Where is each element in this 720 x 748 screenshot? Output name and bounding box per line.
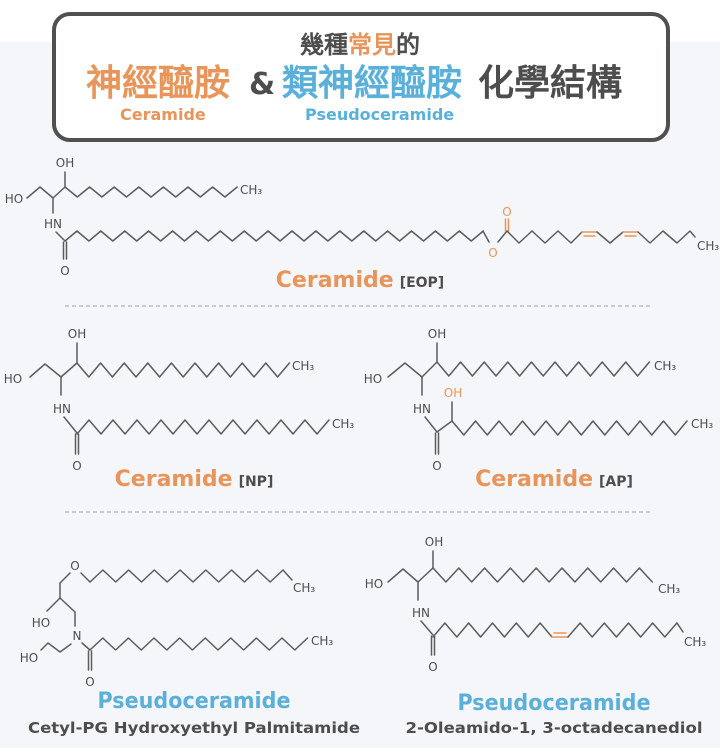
atom-ch3-top: CH₃: [654, 359, 676, 373]
bond-n-carbonyl: [55, 231, 66, 242]
title-suffix: 化學結構: [478, 63, 623, 104]
atom-ho-2: HO: [20, 651, 38, 665]
background-panel: [0, 42, 720, 748]
chain-oleoyl-a: [432, 622, 553, 638]
atom-amide-o: O: [72, 459, 81, 473]
structure-pseudoceramide-1: O HO N HO O CH₃ CH₃ Pseudoceramide Cetyl…: [20, 559, 360, 737]
bond-alpha-carbon: [436, 420, 453, 433]
title-ceramide-zh: 神經醯胺: [86, 63, 231, 104]
atom-oh: OH: [68, 327, 86, 341]
title-pseudoceramide-zh: 類神經醯胺: [282, 63, 463, 104]
atom-ch3-bottom: CH₃: [697, 239, 719, 253]
atom-ho-1: HO: [32, 616, 50, 630]
title-pseudoceramide-en: Pseudoceramide: [305, 105, 455, 124]
atom-ch3-top: CH₃: [240, 183, 262, 197]
bond-ho-1: [46, 597, 61, 612]
structure-tag: [EOP]: [400, 275, 445, 291]
bond-headgroup: [26, 186, 66, 199]
bond-oleoyl-end: [676, 622, 684, 633]
atom-ester-o: O: [488, 246, 497, 260]
chain-fatty-acyl: [451, 420, 688, 436]
structure-label: Ceramide [AP]: [475, 467, 633, 492]
atom-ester-carbonyl-o: O: [502, 205, 511, 219]
title-line-1-prefix: 幾種: [300, 31, 348, 59]
bond-headgroup: [387, 361, 438, 378]
atom-hn: HN: [412, 606, 430, 620]
structure-name: Ceramide: [115, 467, 233, 492]
atom-hn: HN: [44, 217, 62, 231]
bond-glycerol-n: [59, 597, 76, 627]
atom-ch3-bottom: CH₃: [684, 635, 706, 649]
atom-ch3-top: CH₃: [293, 581, 315, 595]
title-ceramide-en: Ceramide: [120, 105, 206, 124]
structure-subtitle: Cetyl-PG Hydroxyethyl Palmitamide: [28, 719, 360, 737]
bond-n-carbonyl: [424, 416, 438, 433]
atom-ch3-bottom: CH₃: [691, 417, 713, 431]
bond-headgroup: [387, 567, 434, 583]
structure-name: Pseudoceramide: [458, 691, 651, 716]
atom-amide-o: O: [85, 675, 94, 689]
chain-cetyl: [89, 569, 284, 583]
structure-ceramide-ap: HO OH HN O OH CH₃ CH₃ Ceramide [AP]: [364, 327, 714, 492]
atom-alpha-oh: OH: [444, 386, 462, 400]
bond-hydroxyethyl: [40, 642, 72, 653]
atom-oh: OH: [425, 535, 443, 549]
atom-ether-o: O: [70, 559, 79, 573]
atom-hn: HN: [413, 402, 431, 416]
structure-ceramide-np: HO OH HN O CH₃ CH₃ Ceramide [NP]: [4, 327, 355, 492]
chain-linoleate-a: [506, 230, 583, 244]
title-line-1: 幾種常見的: [0, 33, 720, 57]
bond-headgroup: [29, 362, 78, 378]
structure-tag: [AP]: [599, 474, 633, 490]
structure-label: Ceramide [NP]: [115, 467, 274, 492]
bond-ether-glycerol: [59, 572, 71, 599]
atom-ch3-bottom: CH₃: [311, 634, 333, 648]
structure-name: Ceramide: [276, 268, 394, 293]
atom-oh: OH: [56, 156, 74, 170]
bond-n-carbonyl: [63, 416, 78, 434]
structure-ceramide-eop: HO OH HN O CH₃ O O CH₃ Ceramide [EOP]: [5, 156, 720, 293]
atom-hn: HN: [53, 402, 71, 416]
structure-subtitle: 2-Oleamido-1, 3-octadecanediol: [406, 719, 703, 737]
atom-amide-o: O: [60, 264, 69, 278]
bond-n-carbonyl: [420, 620, 434, 636]
title-line-1-highlight: 常見: [348, 31, 396, 59]
structure-tag: [NP]: [239, 474, 274, 490]
title-ampersand: &: [249, 67, 276, 102]
bond-ester-o-carbon: [497, 230, 508, 243]
chain-sphingoid: [436, 361, 651, 377]
structure-name: Pseudoceramide: [98, 689, 291, 714]
atom-amide-o: O: [432, 459, 441, 473]
chain-sphingoid: [76, 362, 291, 378]
chain-fatty-acyl: [64, 230, 485, 242]
atom-ch3-top: CH₃: [292, 359, 314, 373]
atom-ho: HO: [4, 372, 22, 386]
atom-ch3-top: CH₃: [658, 582, 680, 596]
chain-fatty-acyl: [76, 419, 330, 435]
chain-linoleate-c: [637, 230, 696, 244]
title-line-1-suffix: 的: [396, 31, 420, 59]
chain-oleoyl-b: [567, 622, 678, 638]
atom-ho: HO: [5, 192, 23, 206]
structure-label: Ceramide [EOP]: [276, 268, 444, 293]
bond-n-carbonyl: [81, 642, 91, 651]
structure-name: Ceramide: [475, 467, 593, 492]
atom-ho: HO: [365, 577, 383, 591]
bond-ether-chain: [80, 572, 91, 583]
chain-sphingoid: [432, 567, 654, 583]
bond-to-ester-o: [482, 230, 490, 243]
structure-pseudoceramide-2: HO OH HN O CH₃ CH₃ Pseudoceramide 2-Olea…: [365, 535, 707, 737]
atom-oh: OH: [428, 327, 446, 341]
title-frame: [52, 12, 670, 142]
atom-ch3-bottom: CH₃: [332, 417, 354, 431]
atom-amide-o: O: [428, 660, 437, 674]
chain-palmitoyl: [89, 637, 309, 651]
bond-cetyl-end: [282, 569, 293, 581]
chain-sphingoid: [64, 186, 238, 198]
atom-n: N: [73, 629, 82, 643]
chain-linoleate-b: [596, 231, 624, 244]
atom-ho: HO: [364, 372, 382, 386]
